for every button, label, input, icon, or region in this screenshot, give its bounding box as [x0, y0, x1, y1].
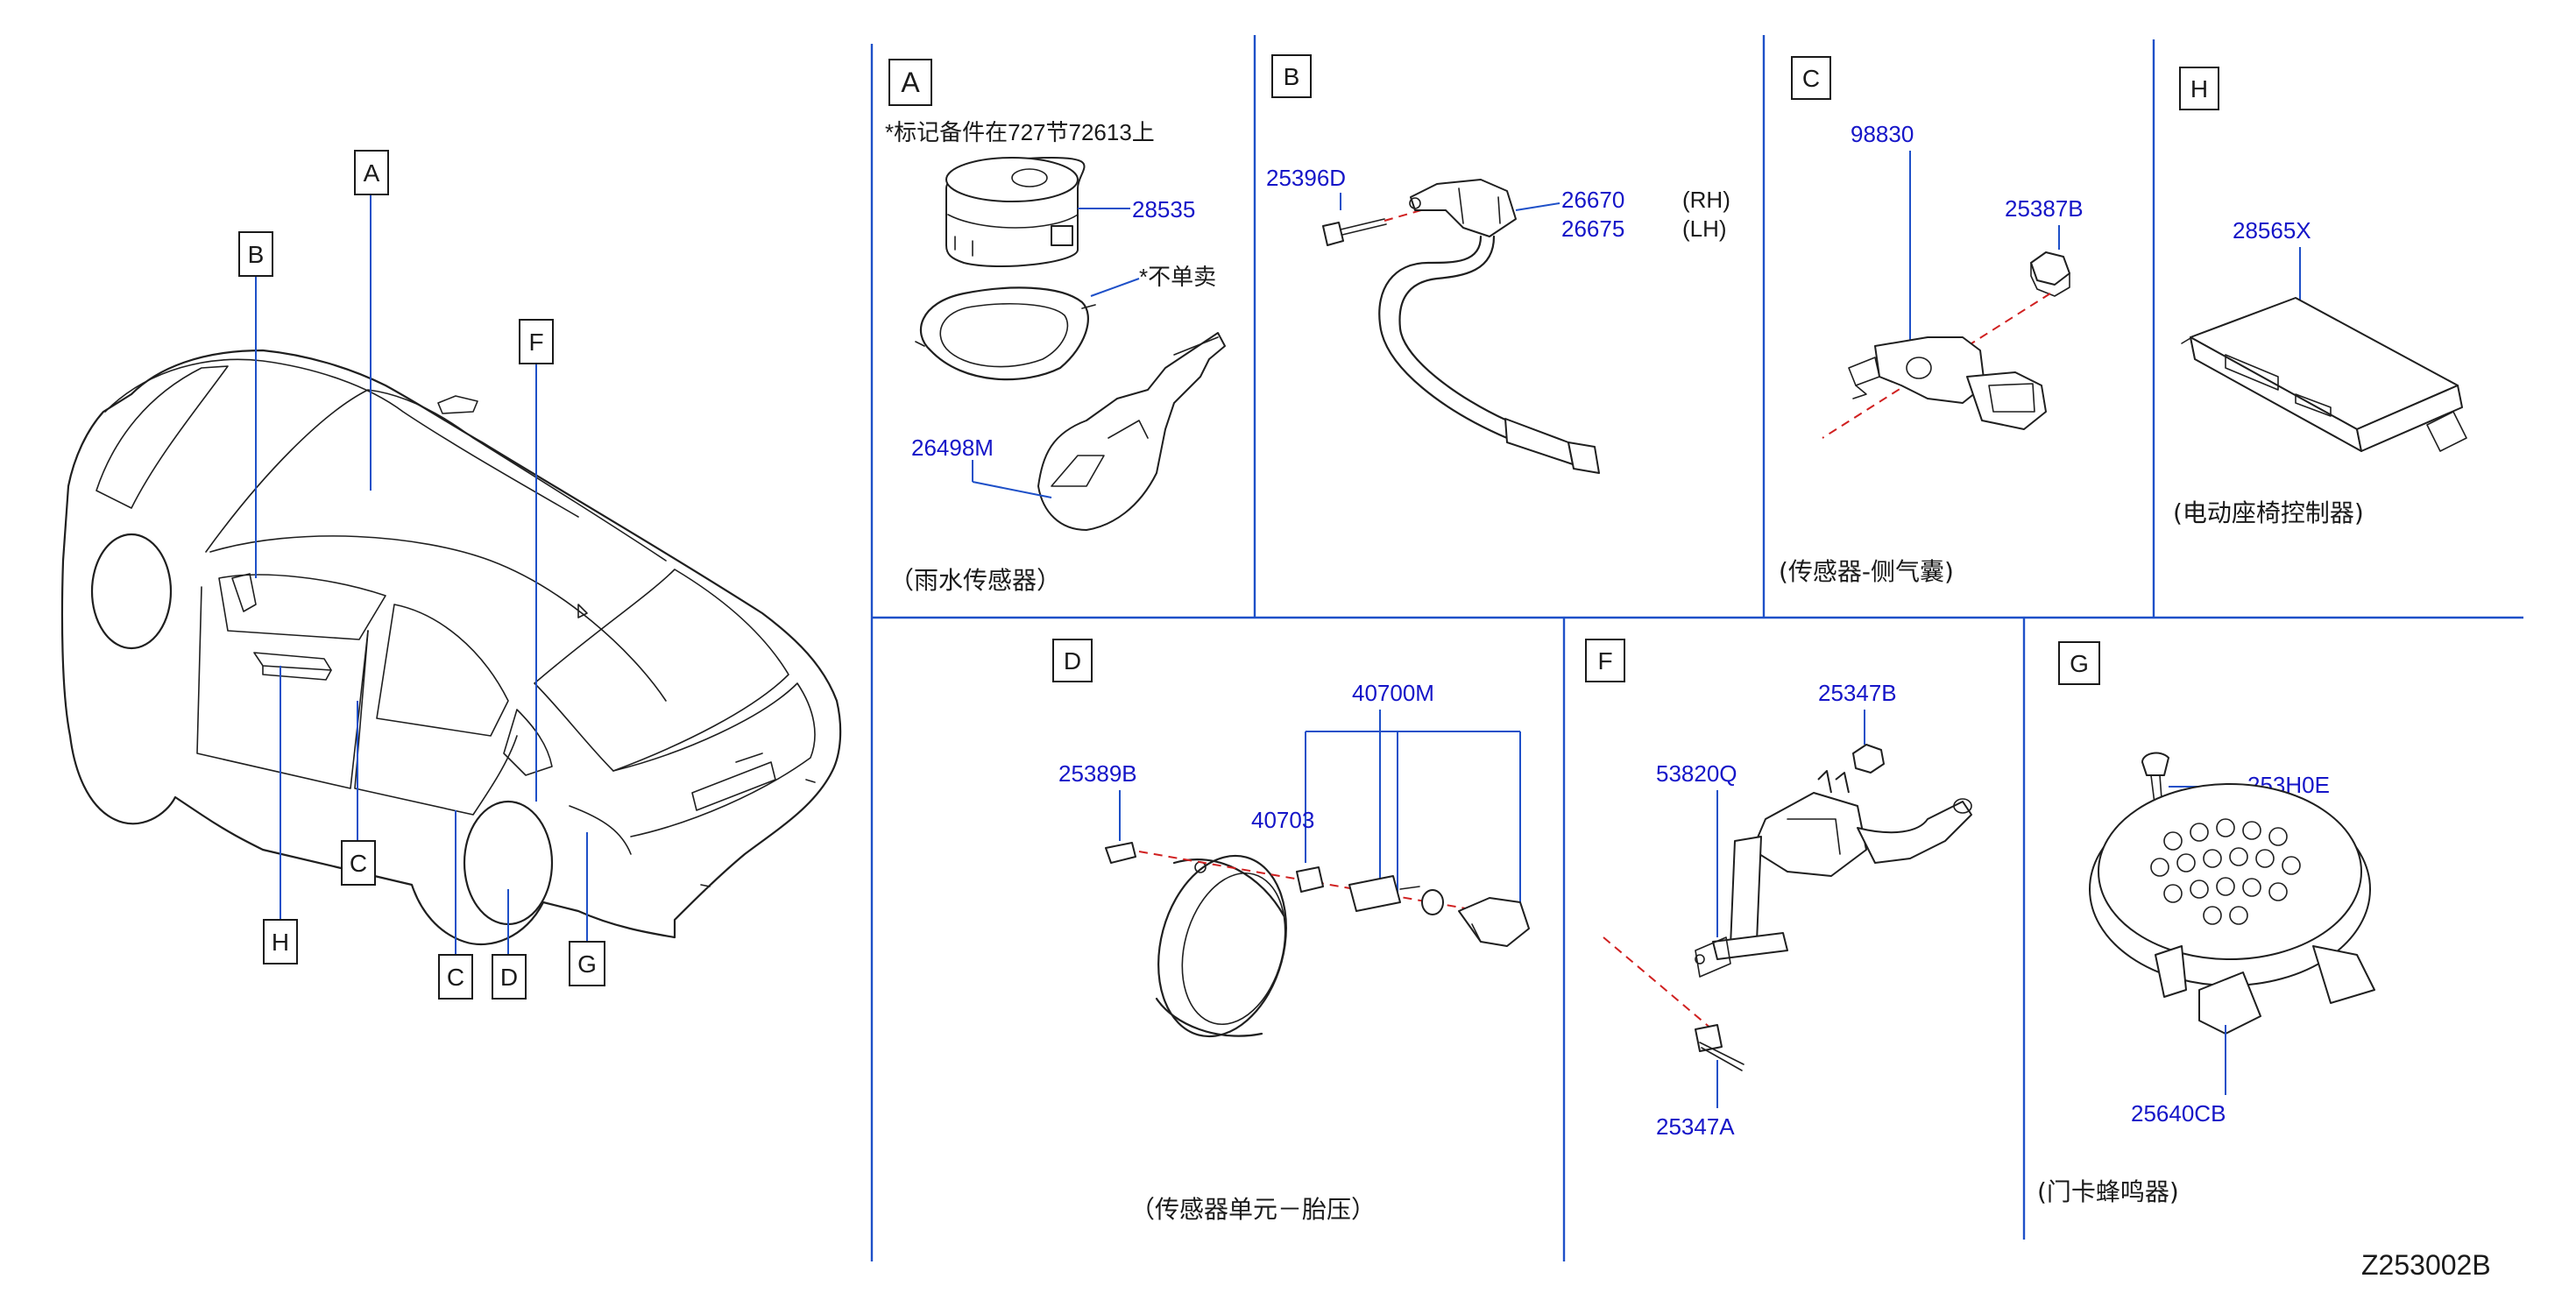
car-label-C-front: C [341, 840, 376, 886]
bolt-drawing [1322, 218, 1387, 246]
cover-drawing [1037, 332, 1226, 531]
svg-text:C: C [350, 850, 367, 877]
car-label-A: A [354, 150, 389, 195]
section-grid [870, 35, 2523, 1261]
svg-text:H: H [272, 929, 289, 956]
part-40703: 40703 [1251, 807, 1314, 833]
car-label-B: B [238, 231, 273, 277]
part-25387B: 25387B [2005, 195, 2084, 222]
section-A-caption: （雨水传感器） [889, 566, 1061, 595]
part-28565X: 28565X [2233, 217, 2311, 244]
wheel-rim-drawing [1155, 854, 1287, 1038]
part-53820Q: 53820Q [1656, 760, 1737, 787]
part-25396D: 25396D [1266, 165, 1346, 191]
section-A-note: *标记备件在727节72613上 [885, 119, 1155, 145]
valve-cap-drawing [1105, 842, 1136, 864]
section-H: H 28565X (电动座椅控制器) [2173, 67, 2467, 527]
section-B: B 25396D 26670 (RH) 26675 (LH) [1266, 54, 1730, 474]
part-26675: 26675 [1561, 215, 1624, 242]
side-lh: (LH) [1682, 215, 1727, 242]
section-G-caption: (门卡蜂鸣器) [2037, 1177, 2179, 1206]
car-label-G: G [569, 941, 605, 986]
nut-drawing [2030, 251, 2070, 297]
bolt-f-drawing [1695, 1024, 1744, 1071]
buzzer-drawing [2089, 783, 2375, 1035]
height-sensor-drawing [1378, 179, 1600, 474]
bracket-drawing [915, 286, 1096, 381]
car-leaders [255, 194, 588, 955]
not-sold-note: *不单卖 [1139, 264, 1216, 290]
svg-text:F: F [528, 329, 543, 356]
side-rh: (RH) [1682, 187, 1730, 213]
svg-text:B: B [1284, 63, 1300, 90]
rain-sensor-drawing [945, 157, 1086, 267]
svg-text:D: D [500, 964, 518, 991]
svg-text:H: H [2190, 75, 2208, 102]
car-label-F: F [519, 319, 554, 364]
section-D: D 40700M 25389B 40703 [1052, 639, 1530, 1224]
clip-drawing [2141, 752, 2169, 811]
section-F: F 25347B 53820Q 25347A [1585, 639, 1972, 1140]
leveling-sensor-drawing [1695, 770, 1972, 978]
part-98830: 98830 [1851, 121, 1914, 147]
svg-text:G: G [577, 950, 597, 978]
car-label-C-rear: C [438, 954, 473, 1000]
part-26670: 26670 [1561, 187, 1624, 213]
section-H-caption: (电动座椅控制器) [2173, 498, 2364, 527]
part-25640CB: 25640CB [2131, 1100, 2226, 1127]
section-G: G 253H0E [2037, 641, 2375, 1206]
section-A: A *标记备件在727节72613上 28535 *不单卖 [885, 59, 1226, 595]
nut-f-drawing [1852, 744, 1885, 774]
part-28535: 28535 [1132, 196, 1195, 223]
svg-text:G: G [2070, 650, 2089, 677]
part-25347B: 25347B [1818, 680, 1897, 706]
diagram-id: Z253002B [2361, 1249, 2491, 1281]
part-26498M: 26498M [911, 435, 994, 461]
section-C-caption: (传感器-侧气囊) [1779, 557, 1954, 586]
car-label-H: H [263, 919, 298, 964]
svg-text:F: F [1597, 647, 1612, 675]
svg-text:B: B [248, 241, 265, 268]
car-label-D: D [492, 954, 527, 1000]
airbag-sensor-drawing [1848, 336, 2047, 430]
part-40700M: 40700M [1352, 680, 1434, 706]
section-C: C 98830 25387B (传感器-侧气囊) [1779, 56, 2084, 586]
car-overview [60, 349, 842, 946]
seat-controller-drawing [2181, 297, 2467, 452]
part-25347A: 25347A [1656, 1113, 1735, 1140]
part-25389B: 25389B [1058, 760, 1137, 787]
section-D-caption: （传感器单元－胎压） [1130, 1195, 1376, 1224]
svg-text:C: C [447, 964, 464, 991]
svg-text:C: C [1802, 65, 1820, 92]
svg-text:D: D [1064, 647, 1081, 675]
svg-text:A: A [364, 159, 380, 187]
svg-text:A: A [901, 67, 920, 98]
valve-parts-drawing [1296, 866, 1530, 947]
